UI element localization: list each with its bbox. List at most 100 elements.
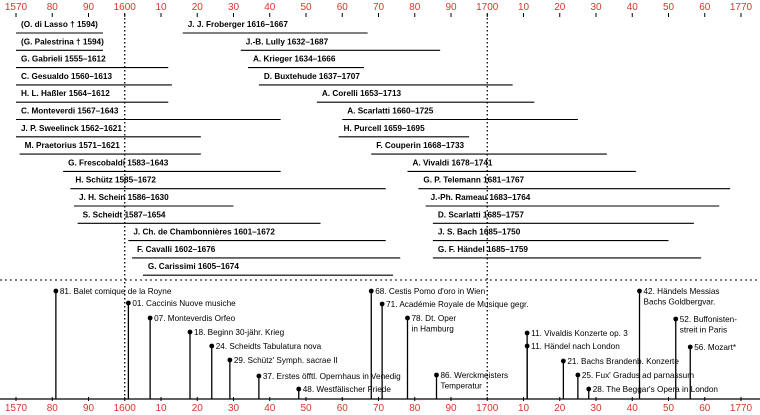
event-label: 52. Buffonisten- bbox=[680, 315, 737, 324]
tick-label-top: 90 bbox=[445, 2, 457, 13]
tick-label-bottom: 90 bbox=[83, 403, 95, 414]
composer-label: J. J. Froberger 1616–1667 bbox=[188, 20, 289, 29]
event-dot bbox=[209, 343, 215, 349]
tick-label-bottom: 60 bbox=[699, 403, 711, 414]
event-label: 25. Fux' Gradus ad parnassum bbox=[582, 371, 694, 380]
composer-label: J.-B. Lully 1632–1687 bbox=[246, 37, 329, 46]
event-dot bbox=[637, 288, 642, 294]
composer-label: C. Gesualdo 1560–1613 bbox=[21, 72, 112, 81]
tick-label-bottom: 50 bbox=[300, 403, 312, 414]
tick-label-top: 20 bbox=[192, 2, 204, 13]
event-label: Temperatur bbox=[441, 382, 483, 391]
tick-label-bottom: 40 bbox=[264, 403, 276, 414]
event-label: Bachs Goldbergvar. bbox=[644, 298, 716, 307]
event-label: 24. Scheidts Tabulatura nova bbox=[216, 342, 322, 351]
composer-label: J. Ch. de Chambonnières 1601–1672 bbox=[133, 228, 275, 237]
tick-label-bottom: 30 bbox=[228, 403, 240, 414]
event-dot bbox=[405, 315, 410, 321]
event-label: 86. Werckmeisters bbox=[441, 371, 509, 380]
tick-label-top: 1770 bbox=[730, 2, 753, 13]
event-dot bbox=[687, 344, 693, 350]
tick-label-bottom: 20 bbox=[192, 403, 204, 414]
event-dot bbox=[524, 343, 530, 349]
tick-label-bottom: 70 bbox=[373, 403, 385, 414]
tick-label-top: 60 bbox=[699, 2, 711, 13]
event-label: 56. Mozart* bbox=[694, 343, 737, 352]
tick-label-top: 1570 bbox=[5, 2, 28, 13]
tick-label-top: 90 bbox=[83, 2, 95, 13]
composer-label: H. Purcell 1659–1695 bbox=[344, 124, 425, 133]
event-label: 71. Académie Royale de Musique gegr. bbox=[386, 300, 528, 309]
event-label: 29. Schütz' Symph. sacrae II bbox=[234, 356, 338, 365]
composer-label: A. Scarlatti 1660–1725 bbox=[347, 107, 433, 116]
tick-label-top: 10 bbox=[155, 2, 167, 13]
tick-label-top: 10 bbox=[518, 2, 530, 13]
tick-label-top: 30 bbox=[590, 2, 602, 13]
tick-label-bottom: 40 bbox=[627, 403, 639, 414]
composer-label: G. F. Händel 1685–1759 bbox=[438, 245, 529, 254]
tick-label-top: 50 bbox=[300, 2, 312, 13]
tick-label-bottom: 10 bbox=[155, 403, 167, 414]
event-dot bbox=[368, 288, 374, 294]
event-dot bbox=[575, 372, 581, 378]
event-label: 18. Beginn 30-jähr. Krieg bbox=[194, 328, 285, 337]
event-dot bbox=[296, 386, 302, 392]
composer-label: G. Frescobaldi 1583–1643 bbox=[68, 158, 169, 167]
tick-label-bottom: 1570 bbox=[5, 403, 28, 414]
event-label: 11. Händel nach London bbox=[531, 342, 620, 351]
event-dot bbox=[53, 288, 59, 294]
event-label: 81. Balet comique de la Royne bbox=[60, 287, 172, 296]
composer-label: S. Scheidt 1587–1654 bbox=[83, 210, 166, 219]
event-dot bbox=[125, 300, 131, 306]
event-label: 78. Dt. Oper bbox=[412, 314, 457, 323]
event-dot bbox=[379, 301, 385, 307]
composer-label: A. Vivaldi 1678–1741 bbox=[413, 158, 493, 167]
composer-label: J. H. Schein 1586–1630 bbox=[79, 193, 169, 202]
composer-label: D. Buxtehude 1637–1707 bbox=[264, 72, 360, 81]
composer-label: C. Monteverdi 1567–1643 bbox=[21, 107, 119, 116]
tick-label-bottom: 80 bbox=[47, 403, 59, 414]
tick-label-top: 80 bbox=[409, 2, 421, 13]
tick-label-bottom: 1600 bbox=[114, 403, 137, 414]
tick-label-top: 70 bbox=[373, 2, 385, 13]
event-dot bbox=[256, 373, 262, 379]
event-label: 48. Westfälischer Friede bbox=[303, 385, 392, 394]
event-dot bbox=[524, 330, 530, 336]
event-dot bbox=[560, 358, 566, 364]
composer-label: H. L. Haßler 1564–1612 bbox=[21, 89, 110, 98]
tick-label-bottom: 60 bbox=[337, 403, 349, 414]
composer-label: M. Praetorius 1571–1621 bbox=[25, 141, 121, 150]
tick-label-top: 30 bbox=[228, 2, 240, 13]
event-label: in Hamburg bbox=[412, 325, 455, 334]
event-label: 68. Cestis Pomo d'oro in Wien bbox=[375, 287, 485, 296]
tick-label-top: 40 bbox=[627, 2, 639, 13]
tick-label-bottom: 1770 bbox=[730, 403, 753, 414]
tick-label-bottom: 1700 bbox=[476, 403, 499, 414]
tick-label-bottom: 90 bbox=[445, 403, 457, 414]
event-label: 42. Händels Messias bbox=[644, 287, 720, 296]
tick-label-top: 20 bbox=[554, 2, 566, 13]
event-label: streit in Paris bbox=[680, 326, 727, 335]
composer-label: F. Cavalli 1602–1676 bbox=[137, 245, 216, 254]
composer-label: G. Carissimi 1605–1674 bbox=[148, 262, 239, 271]
event-dot bbox=[673, 316, 679, 322]
event-label: 28. The Beggar's Opera in London bbox=[593, 385, 719, 394]
tick-label-top: 1700 bbox=[476, 2, 499, 13]
tick-label-bottom: 50 bbox=[663, 403, 675, 414]
composer-label: G. P. Telemann 1681–1767 bbox=[423, 176, 524, 185]
event-dot bbox=[187, 329, 193, 335]
composer-label: G. Gabrieli 1555–1612 bbox=[21, 55, 106, 64]
tick-label-top: 40 bbox=[264, 2, 276, 13]
event-dot bbox=[586, 386, 592, 392]
tick-label-bottom: 30 bbox=[590, 403, 602, 414]
tick-label-top: 60 bbox=[337, 2, 349, 13]
composer-label: D. Scarlatti 1685–1757 bbox=[438, 210, 524, 219]
composer-label: (O. di Lasso † 1594) bbox=[21, 20, 98, 29]
composer-label: J. S. Bach 1685–1750 bbox=[438, 228, 521, 237]
composer-label: J.-Ph. Rameau 1683–1764 bbox=[431, 193, 531, 202]
event-label: 01. Caccinis Nuove musiche bbox=[132, 299, 236, 308]
event-label: 37. Erstes öfftl. Opernhaus in Venedig bbox=[263, 372, 401, 381]
composer-label: A. Krieger 1634–1666 bbox=[253, 55, 336, 64]
